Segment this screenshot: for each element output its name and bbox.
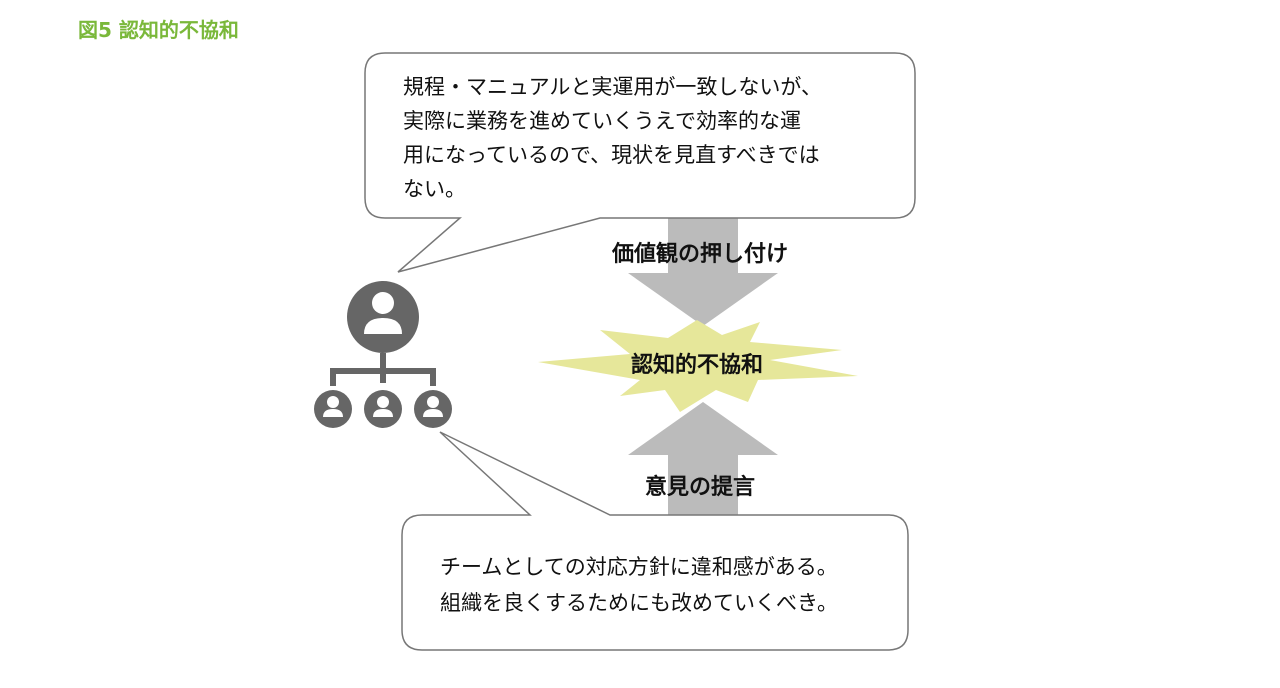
text-line: 実際に業務を進めていくうえで効率的な運 (403, 109, 801, 133)
up-arrow-label: 意見の提言 (644, 475, 756, 500)
bottom-bubble-text: チームとしての対応方針に違和感がある。 組織を良くするためにも改めていくべき。 (440, 549, 838, 621)
center-label: 認知的不協和 (630, 353, 764, 378)
figure-title: 図5 認知的不協和 (78, 18, 239, 42)
text-line: 規程・マニュアルと実運用が一致しないが、 (403, 75, 822, 99)
down-arrow-label: 価値観の押し付け (611, 242, 789, 267)
top-bubble-text: 規程・マニュアルと実運用が一致しないが、 実際に業務を進めていくうえで効率的な運… (403, 70, 822, 206)
starburst-shape (538, 320, 858, 412)
down-arrow (628, 215, 778, 326)
top-speech-bubble (364, 52, 916, 273)
org-chart-icon (314, 281, 452, 428)
text-line: 組織を良くするためにも改めていくべき。 (440, 591, 838, 615)
text-line: ない。 (403, 177, 466, 201)
text-line: 用になっているので、現状を見直すべきでは (403, 143, 820, 167)
text-line: チームとしての対応方針に違和感がある。 (440, 555, 838, 579)
up-arrow (628, 402, 778, 520)
bottom-speech-bubble (401, 431, 909, 651)
